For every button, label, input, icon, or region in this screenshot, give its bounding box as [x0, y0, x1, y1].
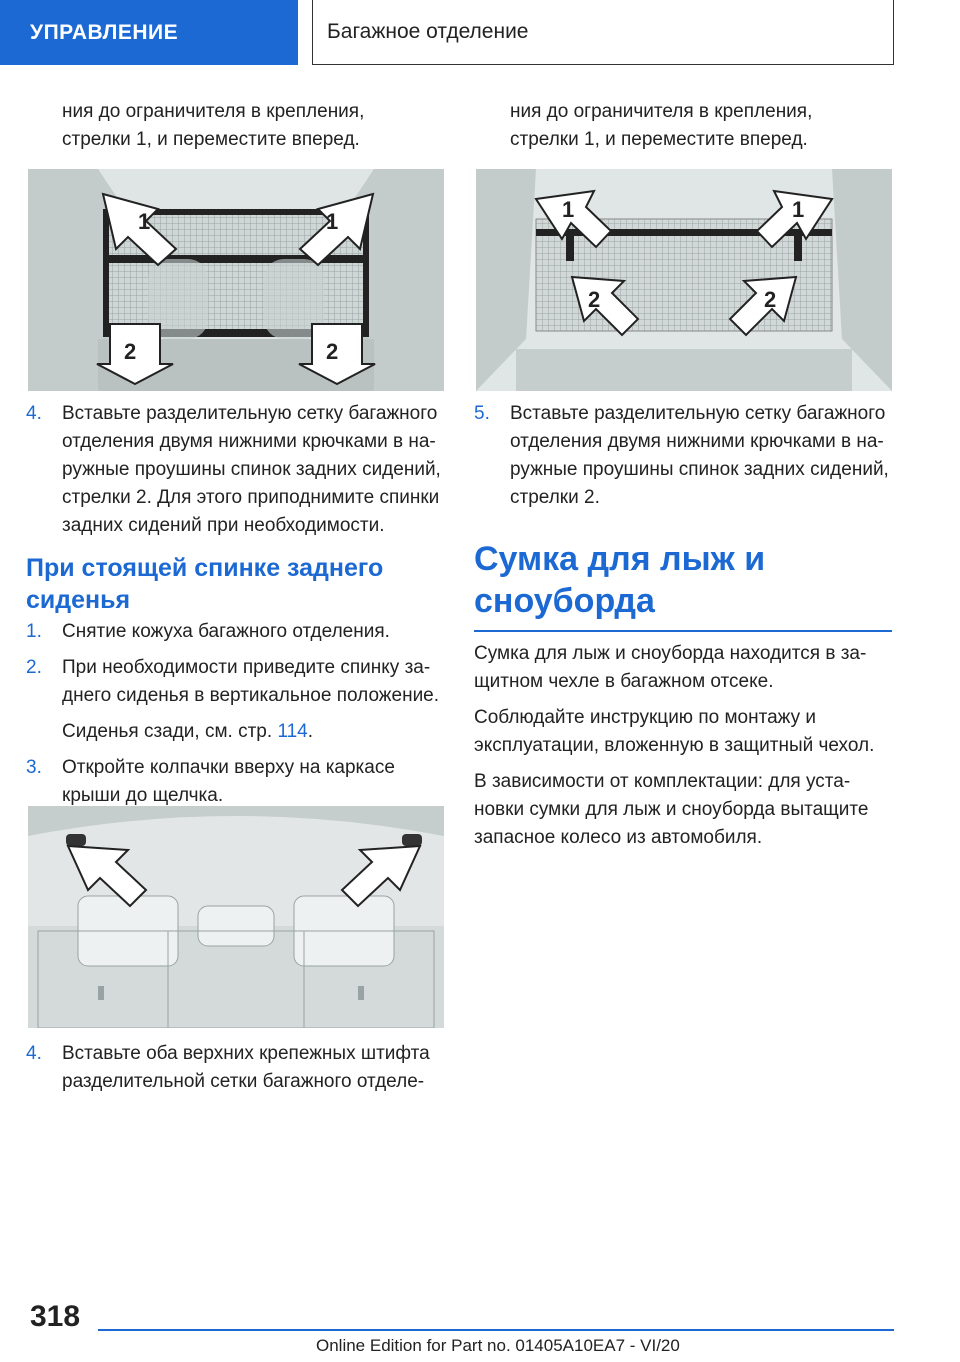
- figure-label-1: 1: [562, 197, 574, 222]
- step-text: отделения двумя нижними крючками в на-: [510, 431, 884, 452]
- step-text: крыши до щелчка.: [62, 785, 224, 806]
- step-4-first: 4. Вставьте разделительную сетку багажно…: [26, 400, 444, 540]
- figure-label-1: 1: [326, 209, 338, 234]
- step-text: отделения двумя нижними крючками в на-: [62, 431, 436, 452]
- figure-label-2: 2: [124, 339, 136, 364]
- paragraph-line: новки сумки для лыж и сноуборда вытащите: [474, 799, 869, 820]
- section-tab[interactable]: УПРАВЛЕНИЕ: [0, 0, 298, 65]
- paragraph-line: эксплуатации, вложенную в защитный чехол…: [474, 735, 875, 756]
- arrow-2-icon: 2: [96, 323, 174, 386]
- page-link[interactable]: 114: [277, 721, 308, 742]
- figure-label-1: 1: [138, 209, 150, 234]
- section-label: УПРАВЛЕНИЕ: [30, 20, 179, 44]
- arrow-1-icon: 1: [755, 189, 834, 249]
- step-text: днего сиденья в вертикальное положение.: [62, 685, 440, 706]
- intro-line: ния до ограничителя в крепления,: [510, 101, 813, 122]
- step-number: 4.: [26, 1043, 42, 1064]
- arrow-icon: [340, 844, 422, 908]
- step-text: ружные проушины спинок задних сидений,: [62, 459, 441, 480]
- step-number: 3.: [26, 757, 42, 778]
- heading-line: сиденья: [26, 586, 131, 614]
- paragraph-line: Соблюдайте инструкцию по монтажу и: [474, 707, 816, 728]
- step-number: 2.: [26, 657, 42, 678]
- heading-line: сноуборда: [474, 582, 655, 620]
- seats-reference-end: .: [307, 721, 314, 742]
- section-heading-ski-bag: Сумка для лыж и сноуборда: [474, 538, 892, 632]
- step-number: 5.: [474, 403, 490, 424]
- ski-bag-text: Сумка для лыж и сноуборда находится в за…: [474, 640, 892, 852]
- step-text: Вставьте оба верхних крепежных штифта: [62, 1043, 430, 1064]
- right-column: ния до ограничителя в крепления, стрелки…: [474, 98, 892, 154]
- figure-cargo-net-folded: 1 1 2 2: [28, 169, 444, 391]
- figure-label-2: 2: [326, 339, 338, 364]
- step-text: задних сидений при необходимости.: [62, 515, 385, 536]
- step-text: стрелки 2. Для этого приподнимите спинки: [62, 487, 440, 508]
- steps-list: 1. Снятие кожуха багажного отделения. 2.…: [26, 618, 444, 810]
- paragraph-line: щитном чехле в багажном отсеке.: [474, 671, 774, 692]
- heading-rule: [474, 630, 892, 632]
- step-text: разделительной сетки багажного отделе-: [62, 1071, 425, 1092]
- step-number: 4.: [26, 403, 42, 424]
- page-number: 318: [30, 1300, 81, 1333]
- footer-edition: Online Edition for Part no. 01405A10EA7 …: [316, 1336, 680, 1355]
- seats-reference: Сиденья сзади, см. стр. 114.: [26, 718, 444, 746]
- step-text: Снятие кожуха багажного отделения.: [62, 621, 390, 642]
- arrow-icon: [66, 844, 148, 908]
- arrow-2-icon: 2: [298, 323, 376, 386]
- step-text: Откройте колпачки вверху на каркасе: [62, 757, 395, 778]
- section-heading-upright-seat: При стоящей спинке заднего сиденья: [26, 552, 444, 616]
- left-column: ния до ограничителя в крепления, стрелки…: [26, 98, 444, 154]
- arrow-2-icon: 2: [570, 275, 640, 337]
- figure-cargo-net-upright: 1 1 2 2: [476, 169, 892, 391]
- arrow-1-icon: 1: [101, 192, 178, 267]
- heading-line: Сумка для лыж и: [474, 540, 766, 578]
- step-text: Вставьте разделительную сетку багажного: [62, 403, 438, 424]
- intro-line: стрелки 1, и переместите вперед.: [510, 129, 808, 150]
- footer-rule: [98, 1329, 894, 1331]
- arrow-1-icon: 1: [298, 192, 375, 267]
- step-text: стрелки 2.: [510, 487, 600, 508]
- figure-label-1: 1: [792, 197, 804, 222]
- page-title-text: Багажное отделение: [327, 20, 529, 43]
- intro-line: ния до ограничителя в крепления,: [62, 101, 365, 122]
- paragraph-line: В зависимости от комплектации: для уста-: [474, 771, 851, 792]
- figure-label-2: 2: [764, 287, 776, 312]
- step-text: ружные проушины спинок задних сидений,: [510, 459, 889, 480]
- step-number: 1.: [26, 621, 42, 642]
- page-title: Багажное отделение: [312, 0, 894, 65]
- step-text: Вставьте разделительную сетку багажного: [510, 403, 886, 424]
- roof-caps-illustration: [28, 806, 444, 1028]
- figure-roof-caps: [28, 806, 444, 1028]
- heading-line: При стоящей спинке заднего: [26, 554, 384, 582]
- cargo-net-illustration: 1 1 2 2: [28, 169, 444, 391]
- arrow-2-icon: 2: [728, 275, 798, 337]
- paragraph-line: запасное колесо из автомобиля.: [474, 827, 763, 848]
- seats-reference-text: Сиденья сзади, см. стр.: [62, 721, 278, 742]
- paragraph-line: Сумка для лыж и сноуборда находится в за…: [474, 643, 867, 664]
- step-4-second: 4. Вставьте оба верхних крепежных штифта…: [26, 1040, 444, 1096]
- arrow-1-icon: 1: [534, 189, 613, 249]
- figure-label-2: 2: [588, 287, 600, 312]
- cargo-net-upright-illustration: 1 1 2 2: [476, 169, 892, 391]
- step-text: При необходимости приведите спинку за-: [62, 657, 431, 678]
- intro-line: стрелки 1, и переместите вперед.: [62, 129, 360, 150]
- step-5: 5. Вставьте разделительную сетку багажно…: [474, 400, 892, 512]
